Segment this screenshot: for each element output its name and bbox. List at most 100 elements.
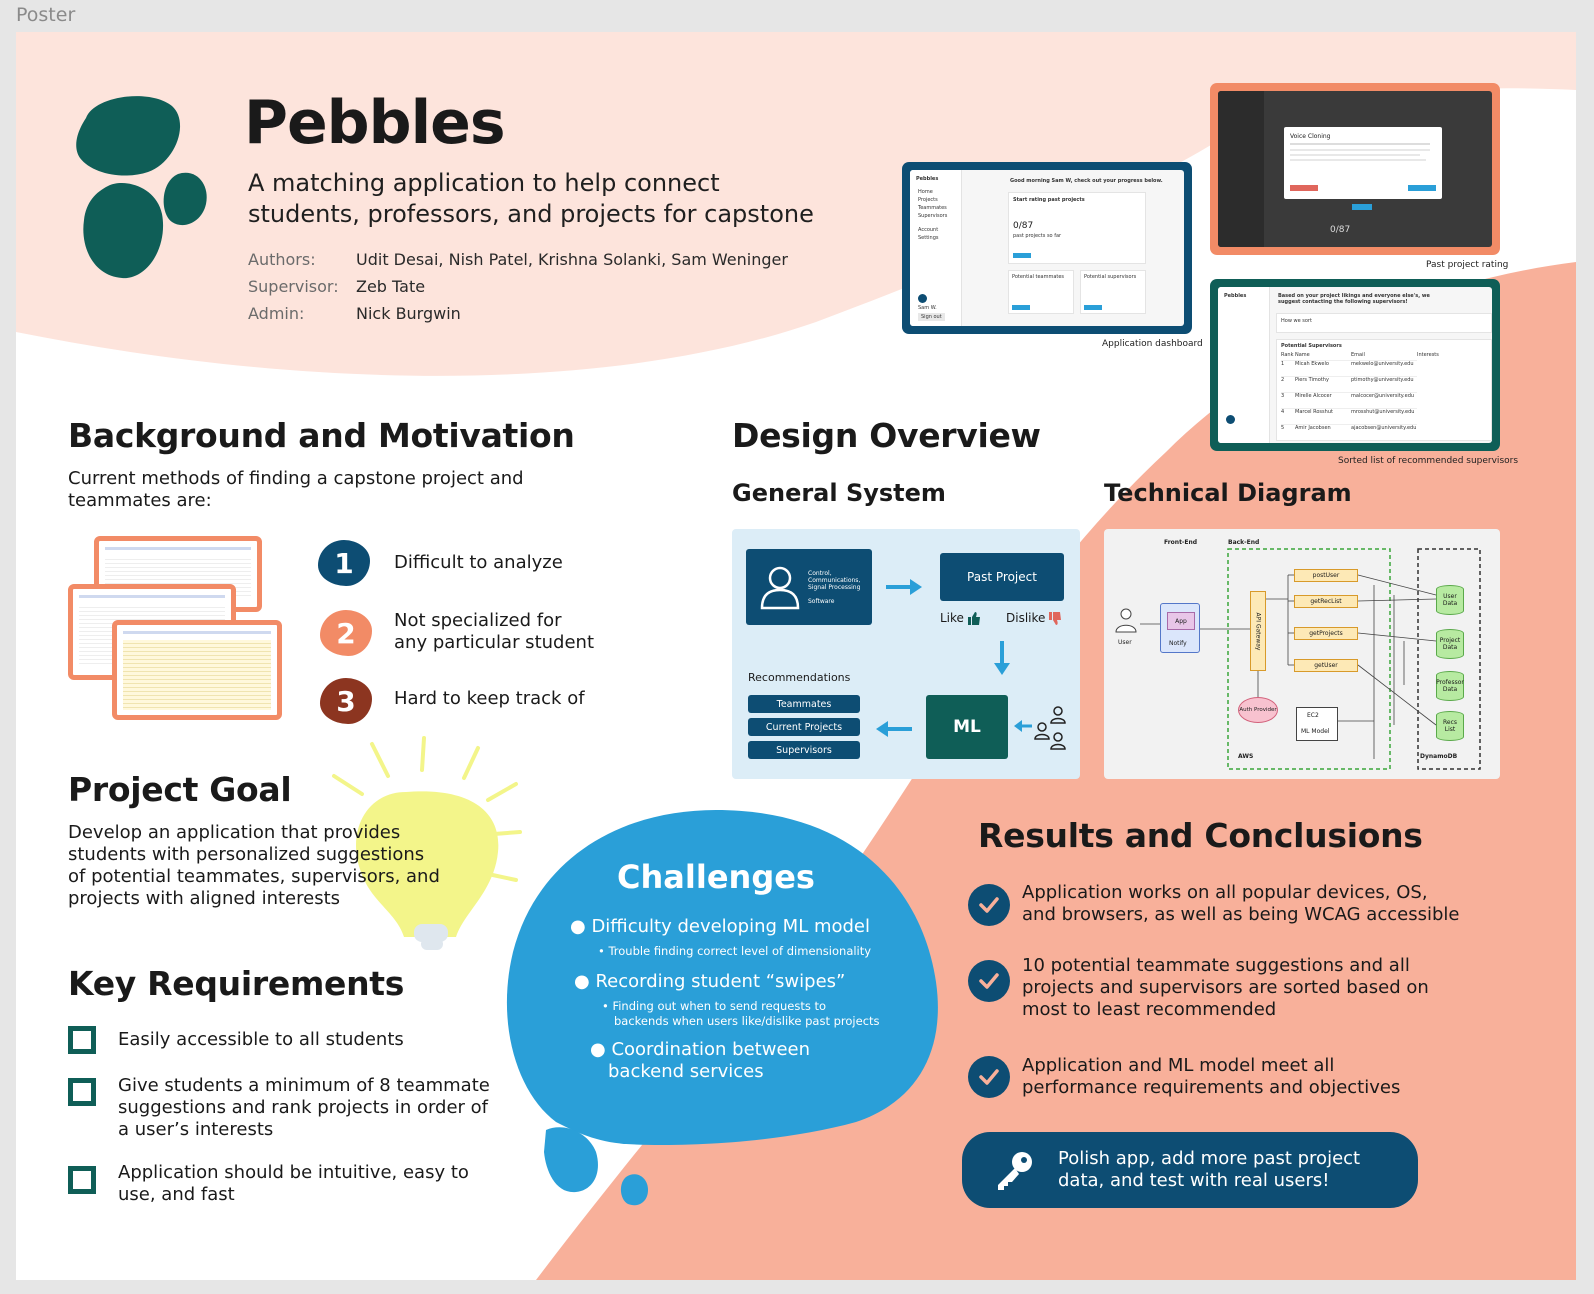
authors-label: Authors: (248, 250, 316, 269)
auth-provider-cloud: Auth Provider (1238, 697, 1278, 723)
dashboard-start-button (1013, 253, 1031, 258)
db-professor-data: Professor Data (1436, 671, 1464, 701)
arrow-left-icon (876, 721, 912, 737)
api-gateway-box: API Gateway (1250, 591, 1266, 671)
requirement-checkbox-1 (68, 1026, 96, 1054)
ml-box: ML (926, 695, 1008, 759)
challenge-item-2: ● Recording student “swipes” (574, 971, 846, 992)
past-project-box: Past Project (940, 553, 1064, 601)
dashboard-teammates-card: Potential teammates (1012, 274, 1065, 280)
goal-heading: Project Goal (68, 770, 292, 809)
supervisors-brand: Pebbles (1224, 293, 1247, 299)
challenges-list: ● Difficulty developing ML model • Troub… (570, 916, 880, 1083)
key-icon (998, 1152, 1032, 1190)
background-item-2: Not specialized for any particular stude… (394, 610, 594, 653)
number-badge-1: 1 (318, 540, 370, 586)
dashboard-user: Sam W. (918, 305, 937, 311)
technical-diagram-heading: Technical Diagram (1104, 479, 1352, 507)
supervisor-value: Zeb Tate (356, 277, 426, 296)
general-system-heading: General System (732, 479, 946, 507)
challenge-item-1-sub: • Trouble finding correct level of dimen… (598, 944, 872, 958)
lambda-post-user: postUser (1294, 569, 1358, 582)
admin-value: Nick Burgwin (356, 304, 461, 323)
rating-dislike-button (1290, 185, 1318, 191)
dashboard-brand: Pebbles (916, 176, 939, 182)
background-item-1: Difficult to analyze (394, 552, 563, 573)
app-label: App (1167, 612, 1195, 630)
dynamodb-label: DynamoDB (1420, 753, 1458, 760)
ec2-box: EC2 ML Model (1296, 707, 1338, 741)
ml-model-label: ML Model (1301, 728, 1330, 735)
student-profile-text: Control, Communications, Signal Processi… (808, 569, 861, 605)
app-box: App Notify (1160, 603, 1200, 653)
supervisors-screenshot: Pebbles Based on your project likings an… (1210, 279, 1500, 451)
thumbs-down-icon (1049, 611, 1062, 625)
requirement-checkbox-3 (68, 1166, 96, 1194)
requirement-checkbox-2 (68, 1078, 96, 1106)
ec2-label: EC2 (1307, 712, 1319, 719)
design-heading: Design Overview (732, 416, 1041, 455)
dashboard-progress-note: past projects so far (1013, 233, 1062, 239)
challenge-item-2-sub: • Finding out when to send requests to b… (602, 999, 880, 1028)
check-circle-icon-3 (968, 1056, 1010, 1098)
number-badge-3: 3 (320, 678, 372, 724)
supervisors-caption: Sorted list of recommended supervisors (1338, 456, 1519, 466)
frontend-label: Front-End (1164, 539, 1198, 546)
page-subtitle: A matching application to help connect s… (248, 169, 814, 228)
check-circle-icon-1 (968, 884, 1010, 926)
user-outline-icon (1115, 608, 1137, 633)
dashboard-progress: 0/87 (1013, 221, 1034, 231)
supervisors-how: How we sort (1281, 318, 1312, 324)
requirements-heading: Key Requirements (68, 964, 405, 1003)
chip-current-projects: Current Projects (748, 718, 860, 736)
dislike-label: Dislike (1006, 611, 1062, 625)
future-work-text: Polish app, add more past project data, … (1058, 1148, 1361, 1191)
chip-teammates: Teammates (748, 695, 860, 713)
dashboard-caption: Application dashboard (1102, 339, 1203, 349)
lambda-get-user: getUser (1294, 659, 1358, 672)
lambda-get-rec-list: getRecList (1294, 595, 1358, 608)
background-intro: Current methods of finding a capstone pr… (68, 468, 524, 511)
technical-diagram: Front-End Back-End User App Notify API G… (1104, 529, 1500, 779)
rating-like-button (1408, 185, 1436, 191)
background-item-3: Hard to keep track of (394, 688, 585, 709)
background-heading: Background and Motivation (68, 416, 575, 455)
general-system-diagram: Control, Communications, Signal Processi… (732, 529, 1080, 779)
rating-caption: Past project rating (1426, 260, 1509, 270)
page-title: Pebbles (244, 88, 506, 158)
lightbulb-icon (332, 736, 522, 950)
arrow-down-icon (994, 641, 1010, 675)
rating-screenshot: Voice Cloning 0/87 (1210, 83, 1500, 255)
requirement-item-1: Easily accessible to all students (118, 1029, 404, 1050)
lambda-get-projects: getProjects (1294, 627, 1358, 640)
challenge-item-1: ● Difficulty developing ML model (570, 916, 870, 937)
backend-label: Back-End (1228, 539, 1260, 546)
number-badge-2: 2 (320, 610, 372, 656)
result-item-1: Application works on all popular devices… (1022, 882, 1460, 925)
notify-label: Notify (1169, 640, 1187, 647)
db-recs-list: Recs List (1436, 711, 1464, 741)
dashboard-avatar (918, 294, 927, 303)
user-icon (760, 566, 800, 610)
supervisors-heading: Based on your project likings and everyo… (1278, 293, 1430, 305)
admin-label: Admin: (248, 304, 305, 323)
result-item-2: 10 potential teammate suggestions and al… (1022, 955, 1429, 1020)
api-gateway-label: API Gateway (1254, 612, 1262, 650)
supervisors-table-title: Potential Supervisors (1281, 343, 1342, 349)
requirement-item-2: Give students a minimum of 8 teammate su… (118, 1075, 490, 1140)
arrow-left-small-icon (1014, 720, 1032, 732)
poster: Pebbles A matching application to help c… (16, 32, 1576, 1280)
dashboard-sign-out: Sign out (918, 313, 945, 321)
supervisor-label: Supervisor: (248, 277, 339, 296)
db-project-data: Project Data (1436, 629, 1464, 659)
result-item-3: Application and ML model meet all perfor… (1022, 1055, 1401, 1098)
supervisors-table-header: Rank Name Email Interests (1281, 352, 1439, 358)
student-profile-box: Control, Communications, Signal Processi… (746, 549, 872, 625)
like-label: Like (940, 611, 981, 625)
spreadsheet-thumb-3 (112, 620, 282, 720)
frame-label: Poster (16, 4, 76, 26)
challenge-item-3: ● Coordination between backend services (590, 1039, 811, 1082)
credits: Authors:Udit Desai, Nish Patel, Krishna … (248, 246, 788, 327)
